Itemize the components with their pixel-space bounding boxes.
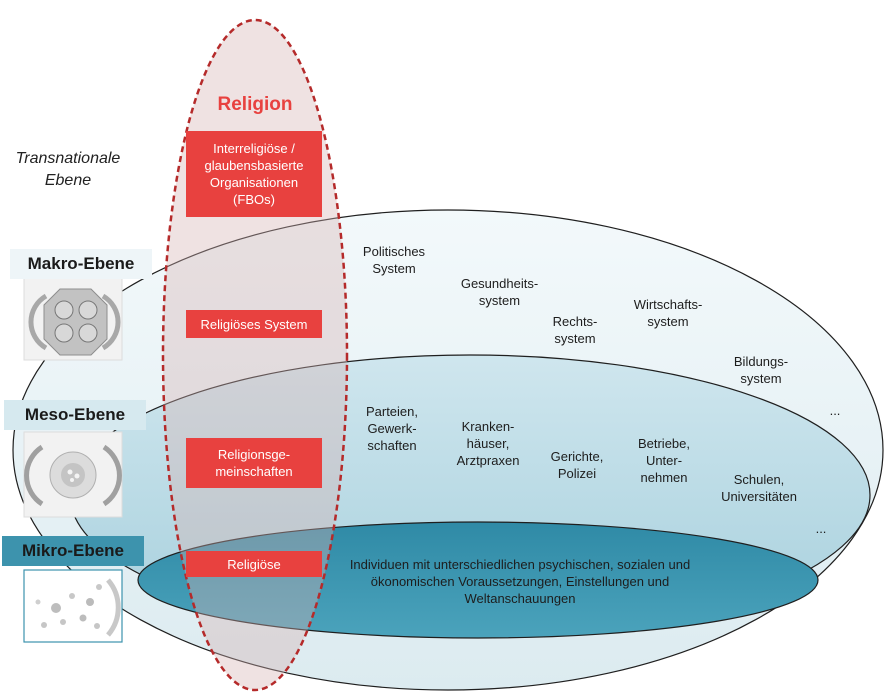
meso-item-gerichte: Gerichte, Polizei [550,449,604,481]
religion-title: Religion [217,94,293,115]
makro-item-politik: Politisches System [362,244,426,276]
makro-item-wirtschaft: Wirtschafts-system [633,297,703,329]
meso-item-kranken: Kranken-häuser, Arztpraxen [456,419,520,468]
meso-item-parteien: Parteien, Gewerk-schaften [365,404,419,453]
mikro-icon [23,569,123,643]
religion-box-system: Religiöses System [186,310,322,338]
meso-icon [23,431,123,518]
level-label-meso: Meso-Ebene [4,400,146,430]
level-label-transnational: Transnationale Ebene [15,150,121,189]
religion-ellipse [161,18,349,692]
mikro-text: Individuen mit unterschiedlichen psychis… [349,557,691,606]
makro-item-bildung: Bildungs-system [733,354,789,386]
makro-item-gesundheit: Gesundheits-system [460,276,539,308]
makro-icon [23,277,123,361]
level-label-mikro: Mikro-Ebene [2,536,144,566]
religion-box-religioese: Religiöse [186,551,322,577]
meso-item-schulen: Schulen, Universitäten [721,472,797,504]
makro-item-ellipsis: ... [829,403,841,418]
meso-item-betriebe: Betriebe, Unter-nehmen [637,436,691,485]
religion-box-fbos: Interreligiöse / glaubensbasierte Organi… [186,131,322,217]
makro-item-recht: Rechts-system [552,314,598,346]
meso-item-ellipsis: ... [815,521,827,536]
religion-box-gemeinschaften: Religionsge-meinschaften [186,438,322,488]
level-label-makro: Makro-Ebene [10,249,152,279]
